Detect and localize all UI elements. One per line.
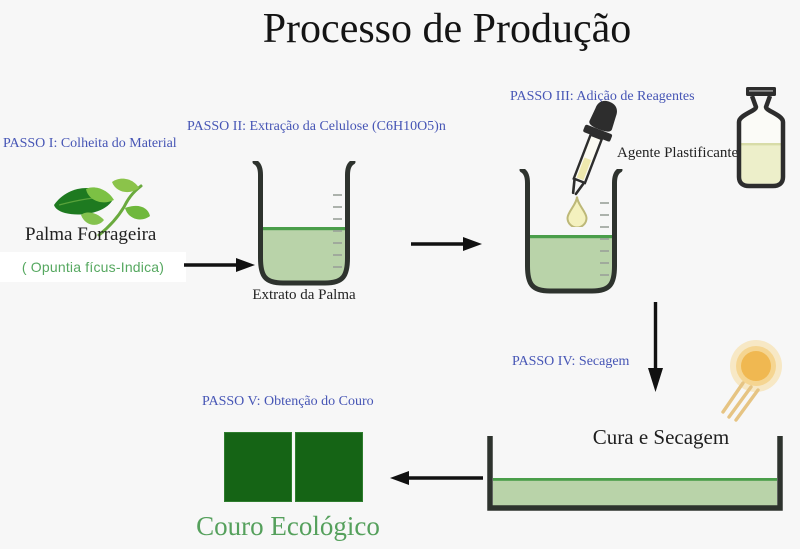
reagent-bottle-icon [736,87,786,189]
product-name: Couro Ecológico [196,511,380,541]
step5-label: PASSO V: Obtenção do Couro [202,394,374,409]
step4-label: PASSO IV: Secagem [512,354,630,369]
leather-sheets-icon [224,432,363,502]
scientific-name-strip: ( Opuntia fícus-Indica) [0,252,186,282]
step1-label: PASSO I: Colheita do Material [3,136,177,151]
dropper-icon [571,100,617,196]
reagent-caption: Agente Plastificante [617,145,739,161]
plant-branch-icon [54,178,150,237]
leather-sheet [295,432,363,502]
leather-sheet [224,432,292,502]
drying-tray-icon [487,436,783,511]
curing-caption: Cura e Secagem [592,425,730,449]
material-name: Palma Forrageira [25,224,157,245]
beaker-icon [252,161,356,286]
droplet-icon [566,196,588,227]
arrow-down-icon [648,302,663,392]
sun-icon [721,340,782,422]
beaker-icon [519,169,623,294]
step3-label: PASSO III: Adição de Reagentes [510,89,695,104]
page-title: Processo de Produção [262,6,632,52]
extract-caption: Extrato da Palma [252,287,356,303]
arrow-right-icon [184,258,255,272]
step2-label: PASSO II: Extração da Celulose (C6H10O5)… [187,119,446,134]
arrow-right-icon [411,237,482,251]
arrow-left-icon [390,471,483,485]
scientific-name: ( Opuntia fícus-Indica) [21,259,165,275]
